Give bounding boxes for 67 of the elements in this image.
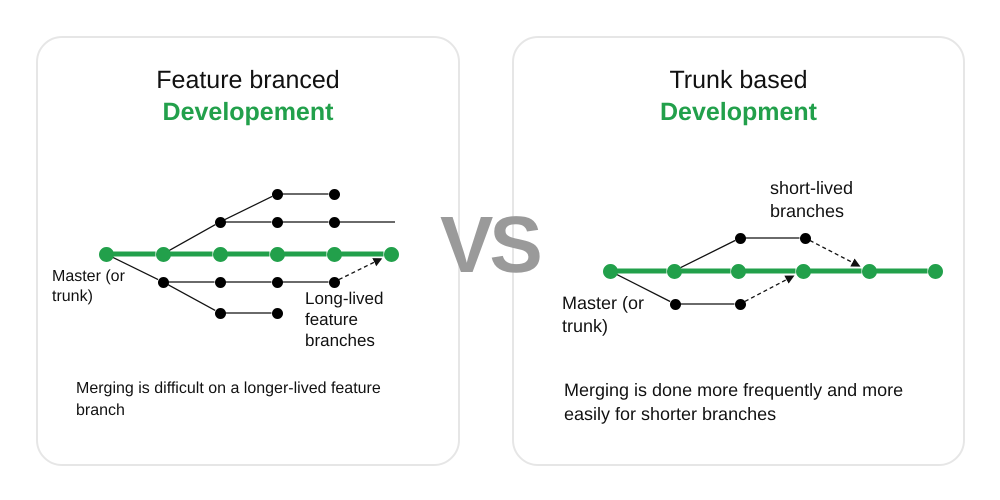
branch-line: [616, 274, 670, 302]
branch-line: [224, 196, 272, 220]
branch-line: [282, 281, 328, 283]
branch-line: [680, 303, 734, 305]
versus-text: VS: [440, 199, 540, 291]
commit-dot: [800, 232, 810, 244]
trunk-line: [170, 252, 212, 256]
panel-subtitle: Development: [659, 97, 818, 128]
commit-dot: [734, 232, 746, 244]
branch-line: [680, 240, 736, 268]
commit-dot: [326, 246, 342, 262]
branch-line: [282, 193, 328, 195]
branch-line: [112, 256, 158, 280]
commit-dot: [214, 216, 226, 228]
branch-line: [746, 237, 800, 239]
trunk-line: [284, 252, 326, 256]
trunk-line: [810, 268, 862, 274]
trunk-line: [682, 268, 730, 274]
branch-line: [226, 312, 272, 314]
commit-dot: [670, 298, 680, 310]
branch-label: Long-lived feature branches: [305, 288, 384, 351]
trunk-line: [228, 252, 270, 256]
caption-text: Merging is done more frequently and more easily for shorter branches: [564, 379, 904, 426]
commit-dot: [730, 264, 746, 278]
commit-dot: [734, 298, 746, 310]
branch-line: [168, 281, 214, 283]
branch-line: [167, 284, 216, 311]
commit-dot: [928, 264, 942, 278]
panel-subtitle: Developement: [162, 97, 334, 128]
commit-dot: [98, 246, 114, 262]
trunk-line: [618, 268, 666, 274]
merge-arrow: [810, 240, 860, 267]
commit-dot: [212, 246, 228, 262]
branch-line: [169, 224, 216, 251]
commit-dot: [796, 264, 810, 278]
commit-dot: [328, 276, 340, 288]
branch-label: short-lived branches: [770, 177, 854, 223]
commit-dot: [272, 216, 282, 228]
commit-dot: [272, 188, 282, 200]
trunk-line: [342, 252, 384, 256]
branch-line: [340, 221, 395, 223]
commit-dot: [328, 216, 340, 228]
branch-line: [226, 221, 272, 223]
commit-dot: [214, 308, 226, 318]
commit-dot: [272, 308, 282, 318]
commit-dot: [666, 264, 682, 278]
commit-dot: [328, 188, 340, 200]
commit-dot: [384, 246, 398, 262]
trunk-line: [876, 268, 928, 274]
commit-dot: [158, 276, 168, 288]
panel-title: Feature branced: [155, 65, 341, 96]
branch-line: [282, 221, 328, 223]
merge-arrow: [744, 275, 794, 302]
commit-dot: [272, 276, 282, 288]
commit-dot: [602, 264, 618, 278]
commit-dot: [214, 276, 226, 288]
branch-line: [226, 281, 272, 283]
branch-label: Master (or trunk): [52, 267, 126, 307]
panel-title: Trunk based: [668, 65, 809, 96]
commit-dot: [270, 246, 284, 262]
trunk-line: [746, 268, 796, 274]
trunk-line: [114, 252, 156, 256]
branch-label: Master (or trunk): [562, 292, 646, 338]
merge-arrow: [338, 258, 382, 280]
caption-text: Merging is difficult on a longer-lived feature branch: [76, 379, 382, 421]
commit-dot: [862, 264, 876, 278]
commit-dot: [156, 246, 170, 262]
